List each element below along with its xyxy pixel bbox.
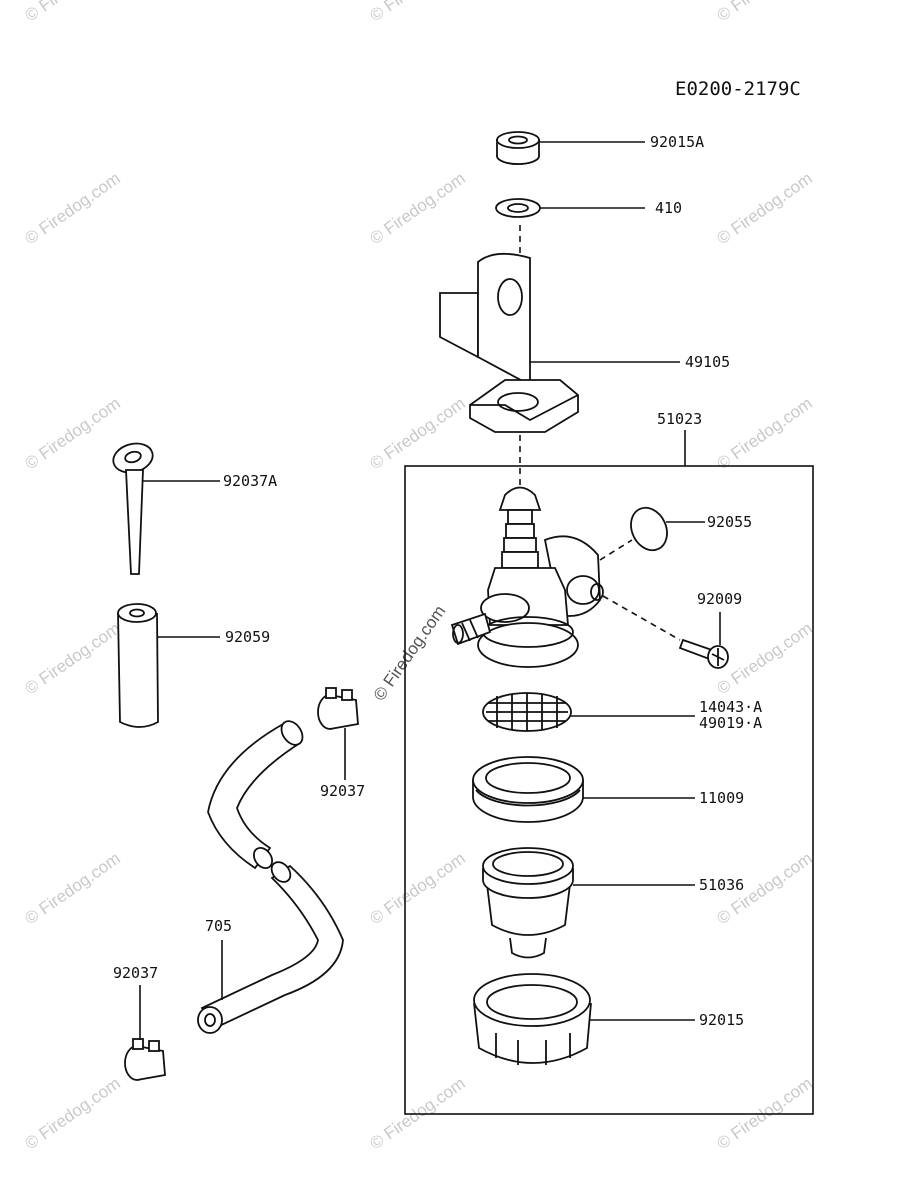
gasket-11009 [472,756,584,823]
watermark: © Firedog.com [713,169,815,249]
watermark: © Firedog.com [21,0,123,25]
tube-92059 [117,603,159,728]
label-92009: 92009 [697,590,742,608]
watermark: © Firedog.com [21,394,123,474]
filter-screen-14043A [482,692,572,732]
watermark: © Firedog.com [21,619,123,699]
assembly-box-51023 [404,465,814,1115]
clamp-92037-lower [124,1038,166,1081]
label-51036: 51036 [699,876,744,894]
label-705: 705 [205,917,232,935]
label-92059: 92059 [225,628,270,646]
pin-92037A [112,442,154,575]
watermark: © Firedog.com [21,849,123,929]
fuel-cock-body [450,486,604,668]
label-92015A: 92015A [650,133,704,151]
label-410: 410 [655,199,682,217]
watermark: © Firedog.com [713,394,815,474]
cap-nut-92015 [473,973,592,1065]
watermark: © Firedog.com [21,1074,123,1154]
screw-92009 [678,638,729,669]
label-49019A: 49019·A [699,714,762,732]
diagram-code: E0200-2179C [675,78,801,100]
watermark: © Firedog.com [366,394,468,474]
o-ring-92055 [630,506,668,552]
nut-92015A [496,131,540,165]
label-14043A: 14043·A [699,698,762,716]
watermark: © Firedog.com [713,0,815,25]
watermark: © Firedog.com [370,602,450,704]
label-92055: 92055 [707,513,752,531]
watermark: © Firedog.com [21,169,123,249]
label-11009: 11009 [699,789,744,807]
bracket-49105 [439,252,579,433]
label-92037A: 92037A [223,472,277,490]
label-92037-lower: 92037 [113,964,158,982]
watermark: © Firedog.com [366,169,468,249]
label-49105: 49105 [685,353,730,371]
hose-705 [197,720,344,1034]
washer-410 [495,198,541,218]
label-92015: 92015 [699,1011,744,1029]
watermark: © Firedog.com [366,849,468,929]
label-92037-upper: 92037 [320,782,365,800]
bowl-51036 [482,847,574,959]
clamp-92037-upper [317,687,359,730]
watermark: © Firedog.com [366,0,468,25]
label-51023: 51023 [657,410,702,428]
